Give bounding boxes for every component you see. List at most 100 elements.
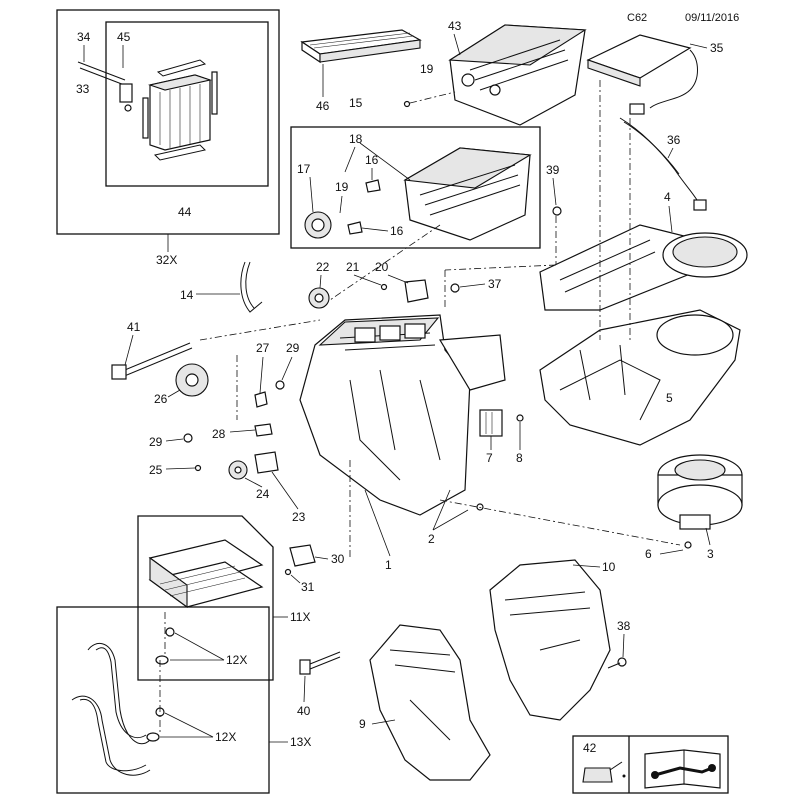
callout-40: 40: [297, 704, 311, 718]
nut-29-lower: [183, 433, 193, 443]
callout-44: 44: [178, 205, 192, 219]
callout-31: 31: [301, 580, 315, 594]
callout-14: 14: [180, 288, 194, 302]
callout-15: 15: [349, 96, 363, 110]
blower-upper-housing: [539, 224, 748, 311]
clip-27: [254, 391, 268, 408]
callout-19-top: 19: [420, 62, 434, 76]
callout-18: 18: [349, 132, 363, 146]
callout-26: 26: [154, 392, 168, 406]
callout-22: 22: [316, 260, 330, 274]
callout-2: 2: [428, 532, 435, 546]
callout-41: 41: [127, 320, 141, 334]
fastener-39: [552, 206, 562, 216]
callout-42: 42: [583, 741, 597, 755]
callout-29-lower: 29: [149, 435, 163, 449]
screw-31: [284, 568, 292, 576]
kit-15-frame: [290, 126, 541, 249]
callout-43: 43: [448, 19, 462, 33]
callout-46: 46: [316, 99, 330, 113]
coolant-hoses: [71, 642, 151, 776]
clip-28: [254, 423, 273, 437]
lower-case-9: [369, 624, 491, 781]
callout-11x: 11X: [290, 610, 310, 624]
screw-37: [450, 283, 460, 293]
gear-26: [175, 363, 209, 397]
heater-element: [586, 34, 698, 115]
o-ring-upper-b: [155, 655, 169, 665]
callout-27: 27: [256, 341, 270, 355]
upper-distribution-housing: [448, 24, 587, 126]
actuator-23: [254, 451, 279, 474]
gear-24: [228, 460, 248, 480]
clip-16-upper: [365, 179, 381, 193]
servo-gear-17: [304, 211, 332, 239]
nut-29-upper: [275, 380, 285, 390]
callout-7: 7: [486, 451, 493, 465]
callout-5: 5: [666, 391, 673, 405]
blower-motor: [657, 454, 743, 530]
callout-28: 28: [212, 427, 226, 441]
cabin-filter: [300, 29, 422, 64]
callout-36: 36: [667, 133, 681, 147]
screw-38: [607, 657, 627, 669]
screw-8: [516, 414, 524, 422]
callout-9: 9: [359, 717, 366, 731]
callout-13x: 13X: [290, 735, 311, 749]
callout-39: 39: [546, 163, 560, 177]
kit-13x-frame: [56, 606, 270, 794]
o-ring-upper: [165, 627, 175, 637]
callout-1: 1: [385, 558, 392, 572]
resistor-block-7: [479, 409, 503, 437]
callout-17: 17: [297, 162, 311, 176]
callout-33: 33: [76, 82, 90, 96]
distribution-housing: [403, 147, 532, 241]
callout-3: 3: [707, 547, 714, 561]
legend-box: 42: [572, 735, 729, 794]
actuator-20: [404, 279, 429, 303]
screw-25: [194, 464, 202, 472]
callout-10: 10: [602, 560, 616, 574]
clip-16-lower: [347, 221, 363, 235]
bracket-30: [289, 544, 316, 567]
callout-16-upper: 16: [365, 153, 379, 167]
screw-21: [380, 283, 388, 291]
kit-44-frame: [105, 21, 269, 187]
callout-20: 20: [375, 260, 389, 274]
callout-19-mid: 19: [335, 180, 349, 194]
kit-11x-frame: [137, 515, 274, 681]
callout-37: 37: [488, 277, 502, 291]
page-code: C62: [627, 12, 647, 24]
callout-29-upper: 29: [286, 341, 300, 355]
callout-34: 34: [77, 30, 91, 44]
callout-16-lower: 16: [390, 224, 404, 238]
o-ring-lower-b: [146, 732, 160, 742]
kit-32x-group: 34 33 45 44 32X: [56, 9, 280, 267]
lower-case-10: [489, 559, 611, 721]
blower-lower-housing: [539, 309, 741, 446]
servo-gear-22: [308, 287, 330, 309]
callout-45: 45: [117, 30, 131, 44]
heater-core: [148, 539, 264, 609]
expansion-valve: [77, 61, 133, 112]
callout-32x: 32X: [156, 253, 177, 267]
temperature-sensor-40: [299, 651, 341, 675]
callout-23: 23: [292, 510, 306, 524]
callout-24: 24: [256, 487, 270, 501]
callout-4: 4: [664, 190, 671, 204]
evaporator-core: [142, 59, 218, 161]
callout-25: 25: [149, 463, 163, 477]
shaft-41: [111, 342, 193, 380]
linkage-lever-14: [240, 261, 263, 313]
callout-8: 8: [516, 451, 523, 465]
wiring-harness: [619, 117, 707, 211]
main-heater-case: [299, 314, 506, 516]
callout-35: 35: [710, 41, 724, 55]
callout-21: 21: [346, 260, 360, 274]
callout-12x-upper: 12X: [226, 653, 247, 667]
diagram-date: 09/11/2016: [685, 12, 739, 24]
book-wrench-icon: [644, 749, 721, 789]
callout-12x-lower: 12X: [215, 730, 236, 744]
callout-6: 6: [645, 547, 652, 561]
